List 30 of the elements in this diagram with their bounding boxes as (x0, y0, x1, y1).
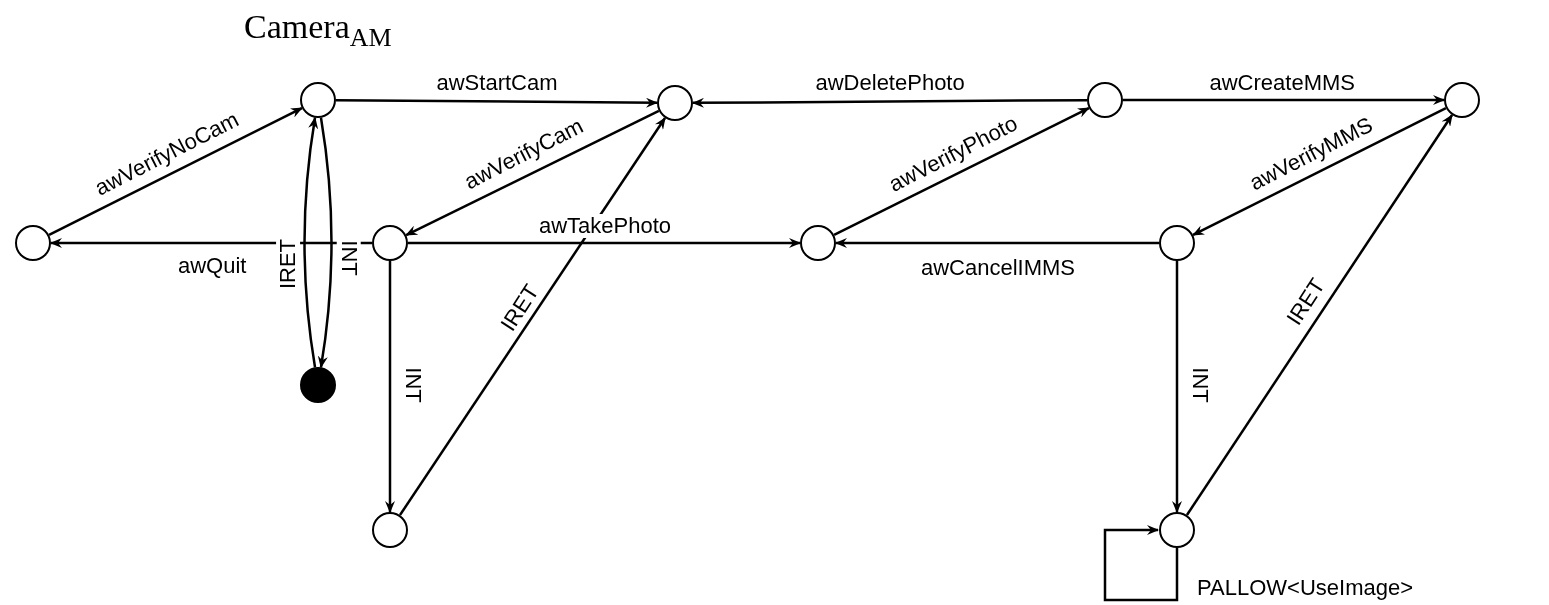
transition-arrow (398, 117, 667, 516)
diagram-title: Camera$_{AM}$ (244, 8, 392, 53)
transition-arrow (48, 106, 303, 237)
state-circle (300, 82, 336, 118)
state-circle (372, 512, 408, 548)
transition-arrow (692, 97, 1087, 108)
transition-arrow (303, 116, 319, 368)
state-circle (1159, 512, 1195, 548)
transition-arrow (1192, 106, 1447, 237)
edge-label: INT (336, 238, 361, 278)
final-state-dot (300, 367, 336, 403)
transition-arrow (833, 106, 1090, 237)
transition-arrow (1103, 525, 1179, 602)
transition-arrow (408, 238, 801, 248)
state-circle (15, 225, 51, 261)
state-circle (1087, 82, 1123, 118)
state-circle (372, 225, 408, 261)
transition-arrow (1123, 95, 1445, 105)
transition-arrow (336, 97, 658, 108)
edge-label: awQuit (176, 254, 249, 278)
state-circle (657, 85, 693, 121)
transition-arrow (405, 109, 660, 237)
state-circle (1159, 225, 1195, 261)
transition-arrow (1172, 261, 1182, 513)
transition-arrow (835, 238, 1159, 248)
transition-arrow (385, 261, 395, 513)
state-circle (1444, 82, 1480, 118)
transition-arrow (1185, 114, 1454, 516)
state-circle (800, 225, 836, 261)
transition-arrow (317, 117, 333, 369)
